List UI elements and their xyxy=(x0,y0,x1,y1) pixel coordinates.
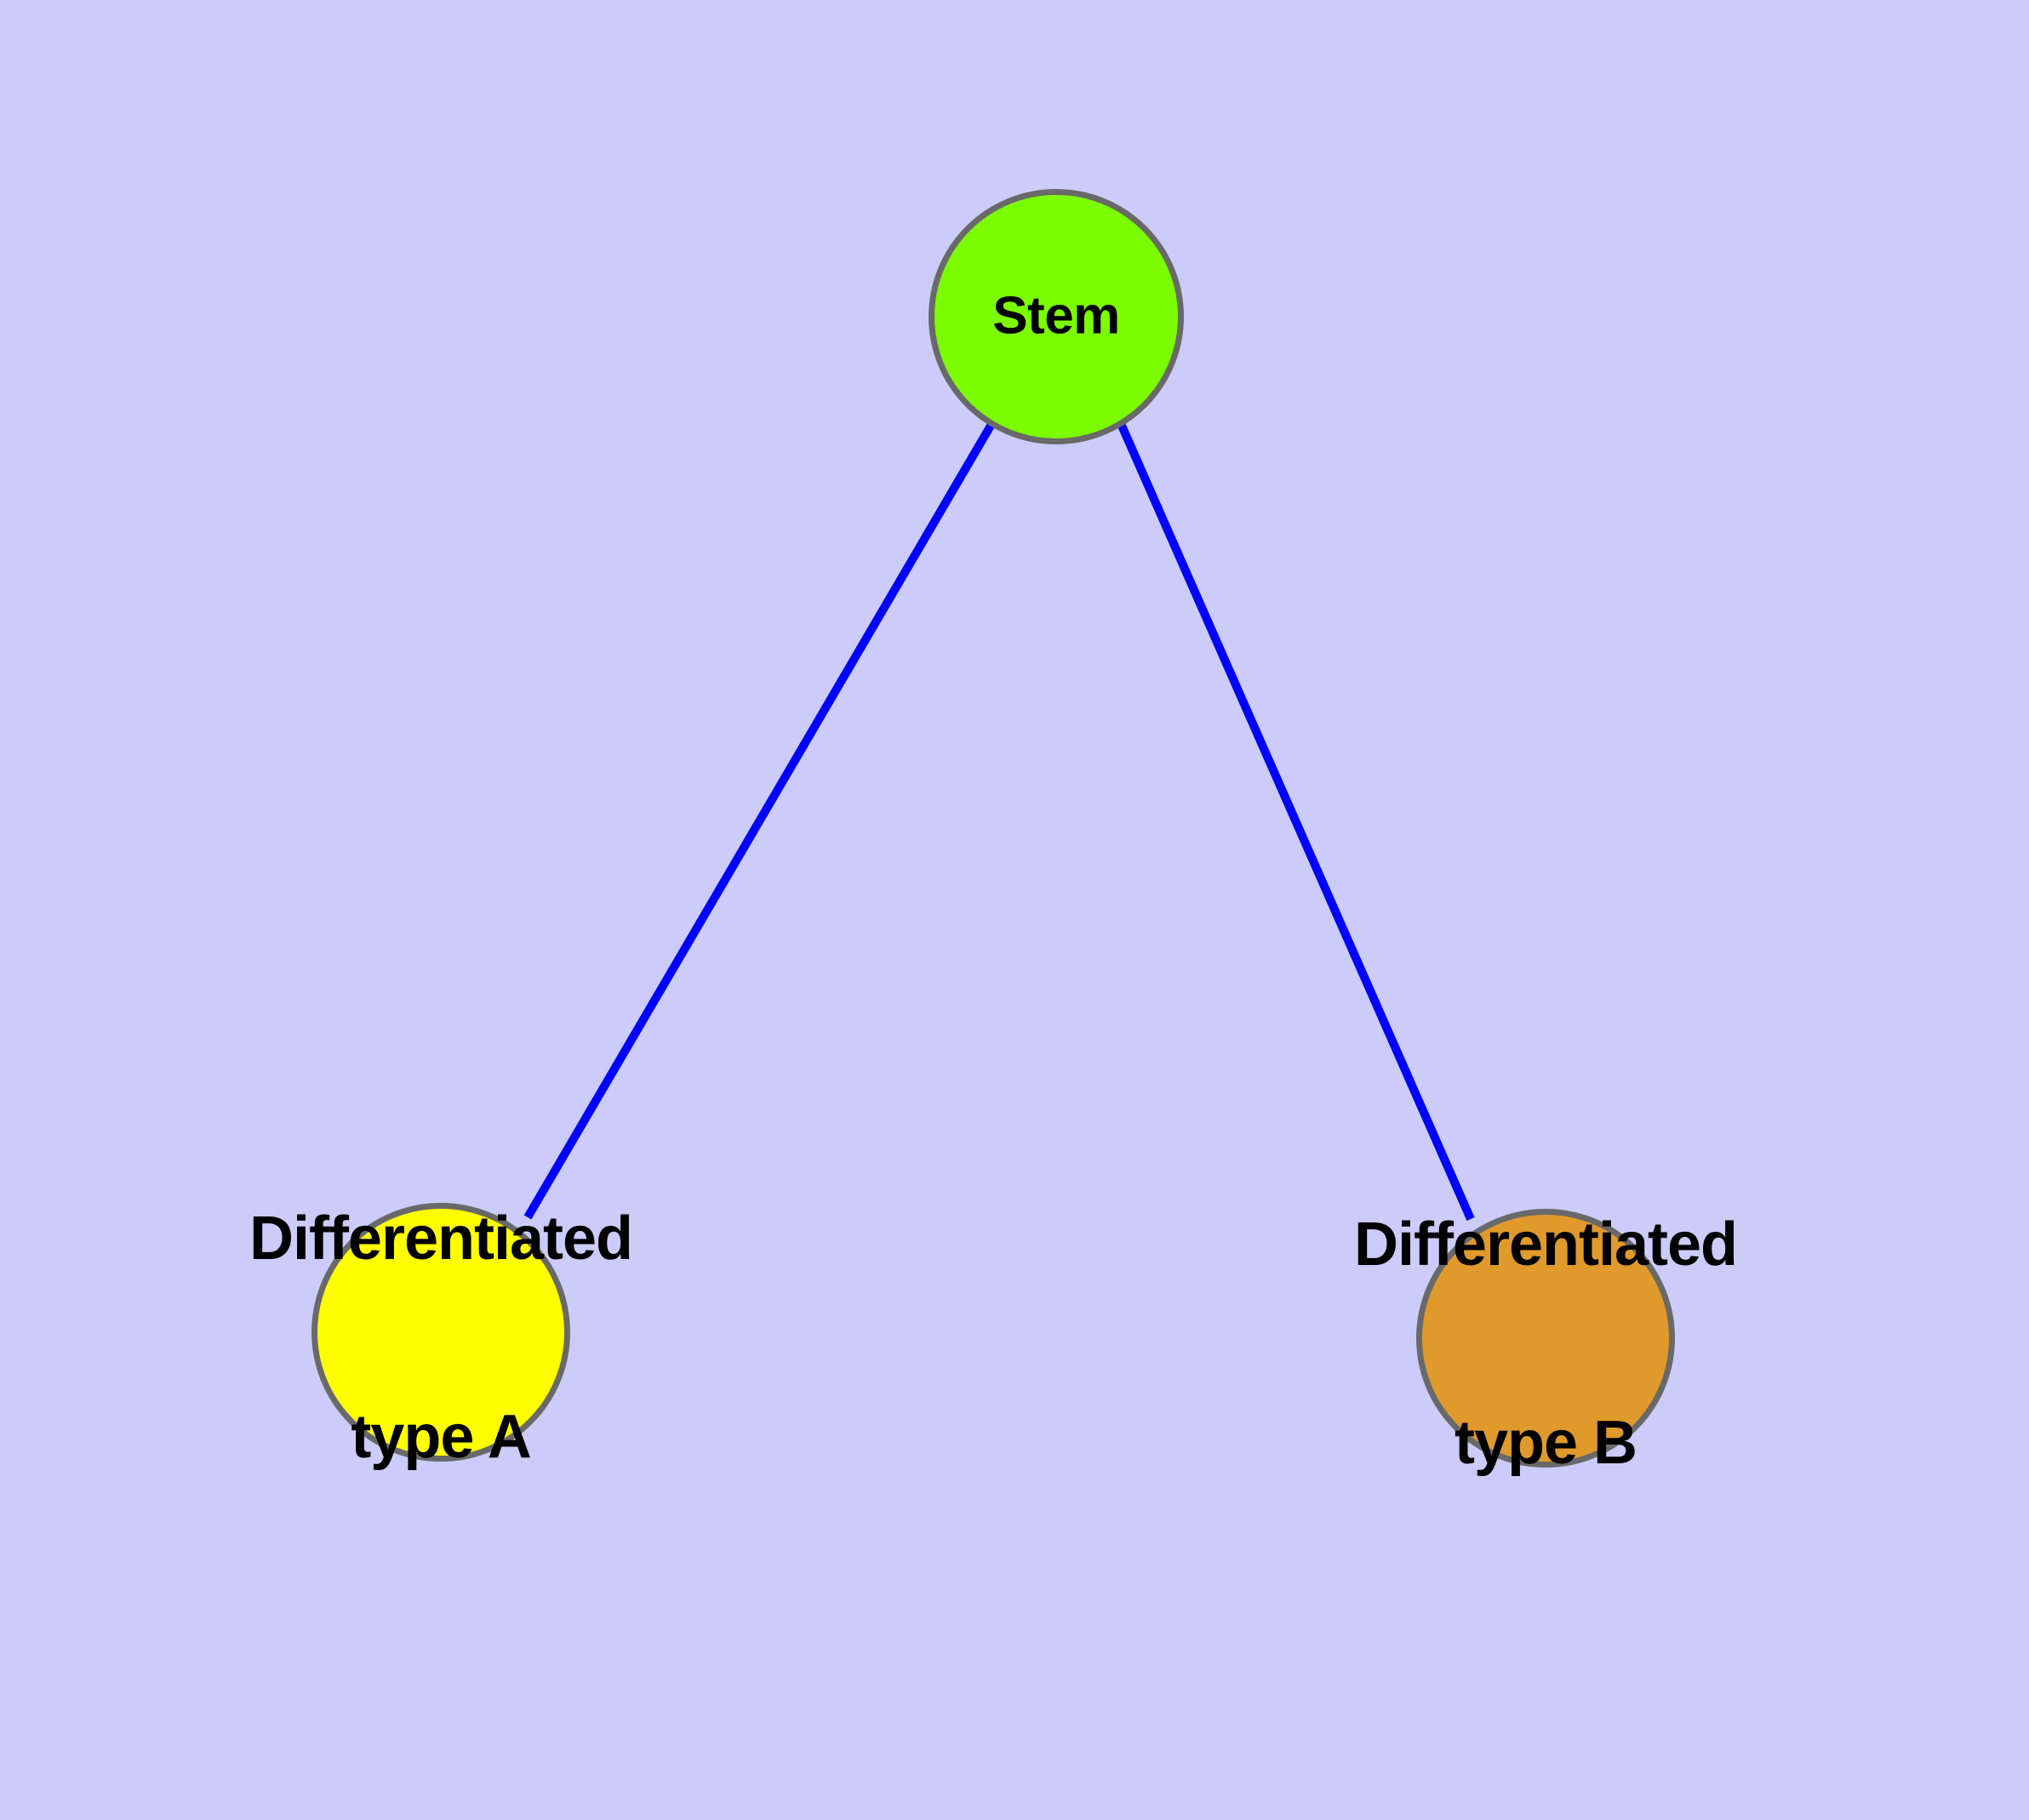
node-layer xyxy=(311,189,1675,1468)
node-stem[interactable] xyxy=(929,189,1184,444)
edge-stem-to-differentiated-type-a[interactable] xyxy=(523,423,995,1220)
node-differentiated-type-a[interactable] xyxy=(311,1203,570,1462)
node-differentiated-type-b[interactable] xyxy=(1416,1209,1675,1468)
edge-layer xyxy=(523,423,1475,1222)
edge-stem-to-differentiated-type-b[interactable] xyxy=(1117,423,1475,1222)
